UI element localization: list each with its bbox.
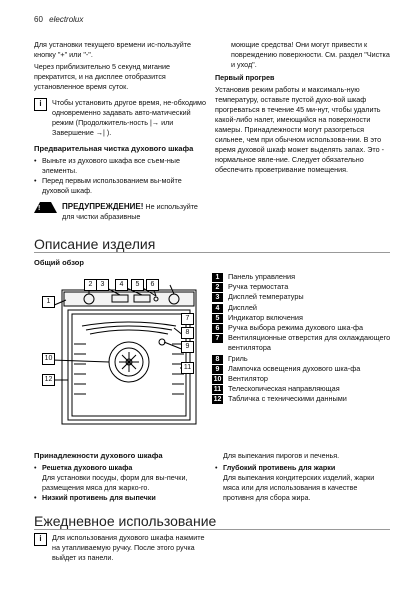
callout-3: 3 — [96, 279, 109, 291]
section-divider — [34, 529, 390, 530]
paragraph-blink: Через приблизительно 5 секунд мигание пр… — [34, 62, 170, 91]
accessories-right: Для выпекания пирогов и печенья. Глубоки… — [215, 451, 390, 503]
warning-icon: ! — [34, 202, 57, 213]
callout-12: 12 — [42, 374, 55, 386]
daily-use-note-text: Для использования духового шкафа нажмите… — [52, 533, 205, 562]
brand-logo: electrolux — [49, 15, 84, 24]
right-column-top: моющие средства! Они могут привести к по… — [215, 40, 390, 177]
pre-clean-title: Предварительная чистка духового шкафа — [34, 144, 194, 153]
section-divider — [34, 252, 390, 253]
list-item: Перед первым использованием вы-мойте дух… — [34, 176, 209, 196]
oven-diagram — [51, 284, 197, 425]
callout-8: 8 — [181, 327, 194, 339]
paragraph-set-time: Для установки текущего времени ис-пользу… — [34, 40, 191, 59]
pre-clean-list: Выньте из духового шкафа все съем-ные эл… — [34, 156, 209, 196]
subtitle-overview: Общий обзор — [34, 258, 84, 267]
page-header: 60 electrolux — [34, 15, 83, 24]
callout-1: 1 — [42, 296, 55, 308]
info-icon: i — [34, 98, 47, 111]
warning-note: ! ПРЕДУПРЕЖДЕНИЕ! Не используйте для чис… — [34, 202, 209, 222]
callout-10: 10 — [42, 353, 55, 365]
baking-tray-text: Для выпекания пирогов и печенья. — [223, 451, 340, 460]
section-title-daily-use: Ежедневное использование — [34, 513, 217, 529]
callout-9: 9 — [181, 341, 194, 353]
warning-title: ПРЕДУПРЕЖДЕНИЕ! — [62, 202, 144, 211]
accessories-title: Принадлежности духового шкафа — [34, 451, 163, 460]
warning-text: Не используйте для чистки абразивные — [62, 202, 198, 221]
list-item: Выньте из духового шкафа все съем-ные эл… — [34, 156, 209, 176]
first-heat-text: Установив режим работы и максималь-ную т… — [215, 85, 384, 174]
warning-continued: моющие средства! Они могут привести к по… — [231, 40, 390, 69]
callout-4: 4 — [115, 279, 128, 291]
list-item: Решетка духового шкафа Для установки пос… — [34, 463, 209, 493]
callout-11: 11 — [181, 362, 194, 374]
section-title-description: Описание изделия — [34, 236, 156, 252]
info-note-text: Чтобы установить другое время, не-обходи… — [52, 98, 206, 137]
page-number: 60 — [34, 15, 43, 24]
info-icon: i — [34, 533, 47, 546]
info-note: i Чтобы установить другое время, не-обхо… — [34, 98, 209, 138]
accessories-list-right: Глубокий противень для жарки Для выпекан… — [215, 463, 390, 503]
callout-5: 5 — [131, 279, 144, 291]
first-heat-title: Первый прогрев — [215, 73, 275, 82]
callout-6: 6 — [146, 279, 159, 291]
left-column-top: Для установки текущего времени ис-пользу… — [34, 40, 209, 222]
list-item: Низкий противень для выпечки — [34, 493, 209, 503]
accessories-left: Принадлежности духового шкафа Решетка ду… — [34, 451, 209, 503]
list-item: Глубокий противень для жарки Для выпекан… — [215, 463, 390, 503]
callout-7: 7 — [181, 313, 194, 325]
daily-use-note: i Для использования духового шкафа нажми… — [34, 533, 209, 563]
accessories-list: Решетка духового шкафа Для установки пос… — [34, 463, 209, 503]
